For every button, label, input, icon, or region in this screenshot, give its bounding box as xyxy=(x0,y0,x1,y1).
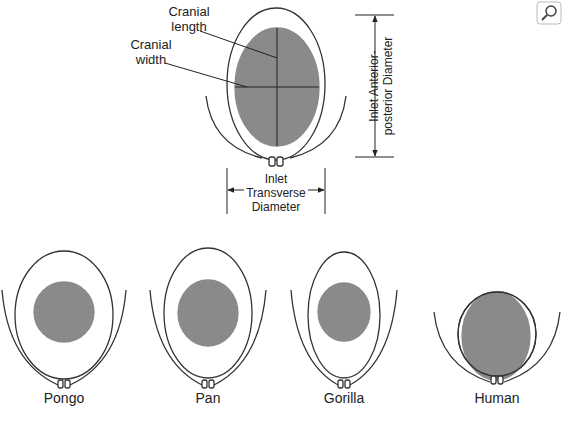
cranium xyxy=(235,28,319,146)
dimension-label: Inlet Anterior-posterior Diameter xyxy=(367,30,395,142)
width-axis xyxy=(235,87,319,88)
dimension-line xyxy=(308,190,324,191)
cranium xyxy=(318,283,370,341)
species-label: Pongo xyxy=(24,390,104,407)
pubic-symphysis xyxy=(498,376,503,384)
dimension-tick xyxy=(325,168,326,214)
part-label: Cranial width xyxy=(122,37,180,67)
species-label: Gorilla xyxy=(304,390,384,407)
dimension-label: Inlet Transverse Diameter xyxy=(244,172,308,214)
leader-line xyxy=(165,63,247,87)
pelvic-inlet-outline xyxy=(458,292,536,376)
pelvic-inlet xyxy=(164,248,252,378)
pubic-symphysis xyxy=(277,157,283,166)
dimension-line xyxy=(228,190,244,191)
leader-line xyxy=(200,31,277,58)
pubic-symphysis xyxy=(491,376,496,384)
cranium xyxy=(178,280,238,346)
pubic-symphysis xyxy=(269,157,275,166)
pelvic-inlet xyxy=(308,252,380,378)
pubic-symphysis xyxy=(202,380,207,388)
pubic-symphysis xyxy=(209,380,214,388)
species-label: Human xyxy=(457,390,537,407)
dimension-tick xyxy=(355,157,394,158)
pelvic-inlet xyxy=(15,251,113,379)
zoom-icon xyxy=(537,2,561,24)
pubic-symphysis xyxy=(345,380,350,388)
pubic-symphysis xyxy=(58,380,63,388)
dimension-tick xyxy=(355,15,394,16)
pelvic-inlet xyxy=(227,8,325,160)
dimension-tick xyxy=(227,168,228,214)
species-label: Pan xyxy=(168,390,248,407)
cranium xyxy=(34,282,94,342)
pubic-symphysis xyxy=(65,380,70,388)
pubic-symphysis xyxy=(338,380,343,388)
part-label: Cranial length xyxy=(160,4,218,34)
